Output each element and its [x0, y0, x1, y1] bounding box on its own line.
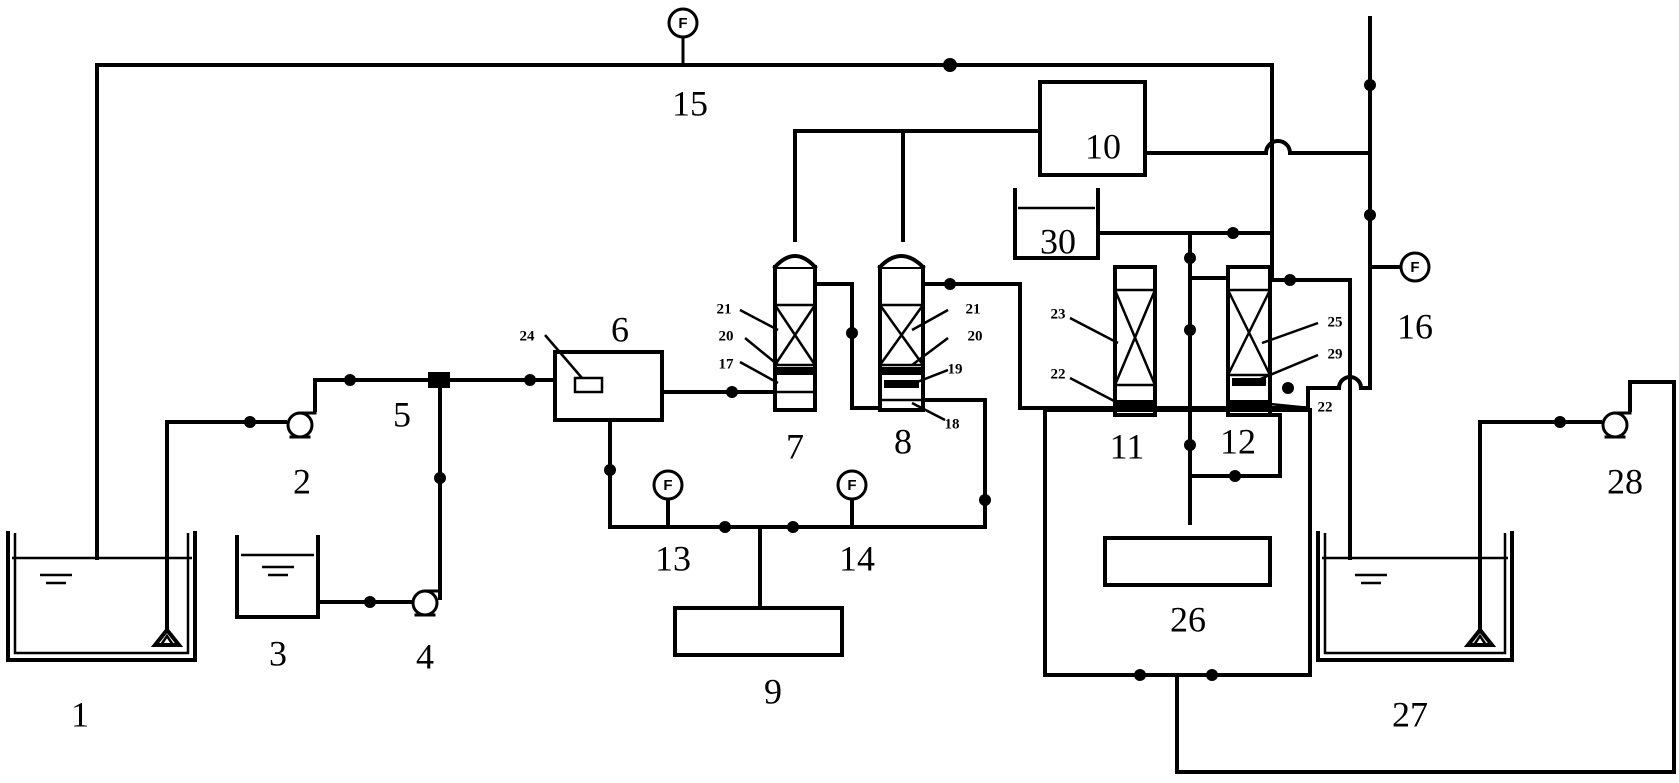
enclosure-26: [1043, 408, 1312, 677]
flow-meter-16: F: [1399, 251, 1431, 283]
tank-3: [235, 535, 320, 619]
valve-icon: [524, 374, 536, 386]
valve-icon: [719, 521, 731, 533]
label-28: 28: [1607, 461, 1643, 501]
label-14: 14: [839, 538, 875, 578]
valve-icon: [1554, 416, 1566, 428]
valve-icon: [1206, 669, 1218, 681]
label-15: 15: [672, 83, 708, 123]
tank-1: [6, 531, 197, 662]
meter-symbol: F: [847, 477, 856, 494]
label-30: 30: [1040, 221, 1076, 261]
label-20b: 20: [968, 328, 983, 344]
label-25: 25: [1328, 314, 1343, 330]
valve-icon: [1134, 669, 1146, 681]
label-17: 17: [719, 356, 735, 372]
label-4: 4: [416, 636, 434, 676]
label-21a: 21: [717, 301, 732, 317]
label-20a: 20: [719, 328, 734, 344]
label-21b: 21: [966, 301, 981, 317]
valve-icon: [1282, 382, 1294, 394]
column-7: [772, 254, 818, 412]
column-11: [1113, 265, 1157, 417]
meter-symbol: F: [663, 477, 672, 494]
flow-meter-13: F: [652, 469, 684, 529]
label-12: 12: [1220, 421, 1256, 461]
label-3: 3: [269, 633, 287, 673]
pump-2: [286, 408, 317, 439]
label-7: 7: [786, 426, 804, 466]
label-9: 9: [764, 671, 782, 711]
column-12: [1226, 265, 1272, 417]
valve-icon: [434, 472, 446, 484]
mixer-5: [428, 372, 450, 388]
flow-meter-15: F: [667, 7, 699, 67]
meter-symbol: F: [1410, 259, 1419, 276]
valve-icon: [1364, 79, 1376, 91]
box-10: [1038, 80, 1147, 177]
valve-markers: [244, 58, 1566, 681]
valve-icon: [1284, 274, 1296, 286]
label-1: 1: [71, 694, 89, 734]
valve-icon: [364, 596, 376, 608]
label-26: 26: [1170, 599, 1206, 639]
valve-icon: [1364, 209, 1376, 221]
valve-icon: [1184, 252, 1196, 264]
tank-27: [1316, 531, 1514, 662]
component-labels: 1 2 3 4 5 6 7 8 9 10 11 12 13 14 15 16 1…: [71, 83, 1643, 734]
tank-30: [1013, 188, 1100, 260]
pump-28: [1601, 408, 1632, 439]
label-23: 23: [1051, 306, 1066, 322]
label-8: 8: [894, 421, 912, 461]
valve-icon: [979, 494, 991, 506]
valve-icon: [604, 464, 616, 476]
column-8: [877, 254, 926, 412]
label-29: 29: [1328, 346, 1343, 362]
valve-icon: [344, 374, 356, 386]
label-10: 10: [1085, 126, 1121, 166]
label-22b: 22: [1318, 399, 1333, 415]
valve-icon: [787, 521, 799, 533]
valve-icon: [943, 58, 957, 72]
leader-lines: [544, 308, 1319, 422]
label-5: 5: [393, 394, 411, 434]
label-24: 24: [520, 328, 536, 344]
label-13: 13: [655, 538, 691, 578]
box-26: [1103, 536, 1272, 587]
label-27: 27: [1392, 694, 1428, 734]
valve-icon: [1227, 227, 1239, 239]
label-6: 6: [611, 309, 629, 349]
valve-icon: [244, 416, 256, 428]
label-2: 2: [293, 461, 311, 501]
label-11: 11: [1110, 426, 1145, 466]
meter-symbol: F: [678, 15, 687, 32]
label-22a: 22: [1051, 366, 1066, 382]
reactor-6: [553, 350, 664, 422]
box-9: [673, 606, 844, 657]
valve-icon: [1184, 324, 1196, 336]
label-18: 18: [945, 416, 960, 432]
label-19: 19: [948, 361, 963, 377]
valve-icon: [846, 327, 858, 339]
flow-meter-14: F: [836, 469, 868, 529]
pump-4: [411, 589, 442, 617]
valve-icon: [1184, 439, 1196, 451]
valve-icon: [944, 278, 956, 290]
valve-icon: [1229, 470, 1241, 482]
valve-icon: [726, 386, 738, 398]
label-16: 16: [1397, 306, 1433, 346]
